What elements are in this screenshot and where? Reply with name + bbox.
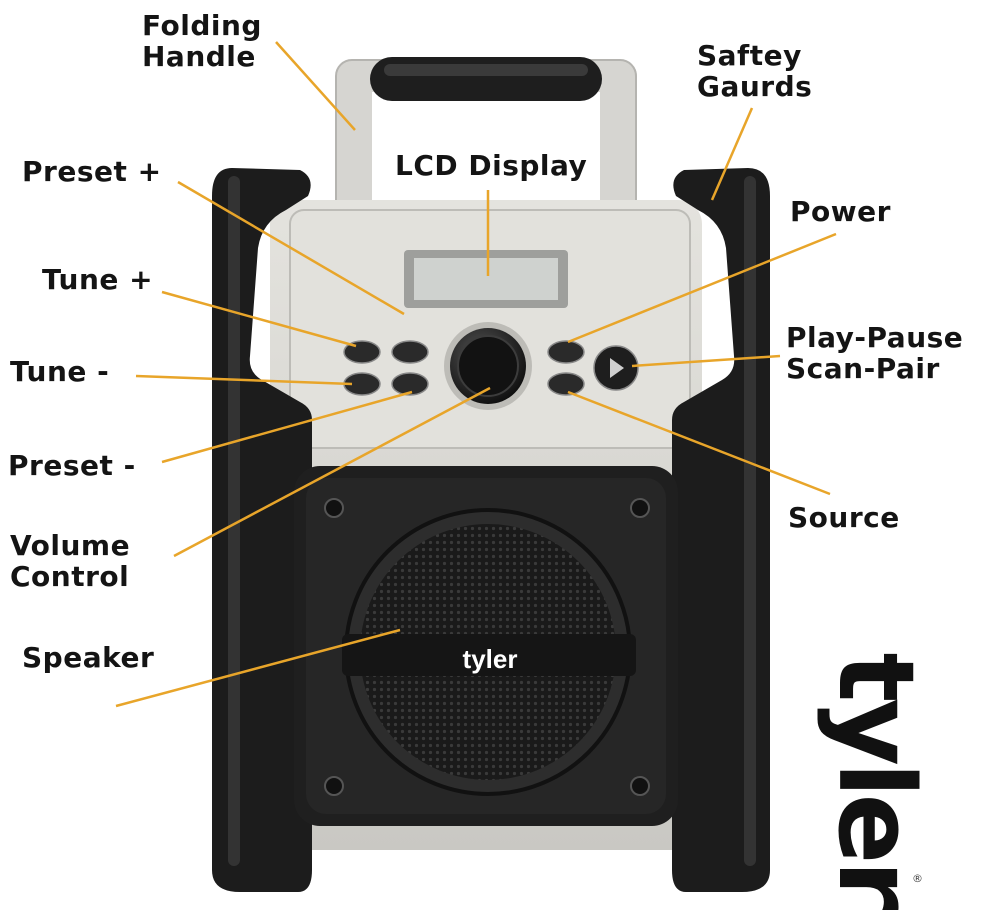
leader-speaker (115, 628, 401, 708)
folding-handle (335, 57, 637, 232)
safety-guards (212, 168, 770, 892)
lcd-display (404, 250, 568, 308)
label-speaker: Speaker (22, 641, 155, 674)
play-icon (610, 358, 624, 378)
label-volume-control: Volume Control (10, 529, 131, 593)
label-lcd-display: LCD Display (395, 149, 588, 182)
label-source: Source (788, 501, 900, 534)
source-button[interactable] (547, 372, 585, 396)
leader-tune-plus (161, 290, 357, 348)
leader-play-pause (631, 354, 781, 368)
trademark-symbol: ® (912, 872, 923, 885)
label-tune-plus: Tune + (42, 263, 154, 296)
leader-preset-plus (177, 180, 405, 316)
leader-power (567, 232, 837, 344)
label-safety-guards: Saftey Gaurds (697, 39, 813, 103)
preset-minus-button[interactable] (391, 372, 429, 396)
leader-tune-minus (135, 374, 353, 386)
speaker (294, 466, 678, 826)
side-brand-logo: tyler (815, 652, 937, 908)
leader-folding-handle (275, 41, 356, 131)
preset-plus-button[interactable] (391, 340, 429, 364)
leader-source (567, 390, 831, 496)
leader-preset-minus (161, 390, 413, 464)
label-folding-handle: Folding Handle (142, 9, 262, 73)
label-power: Power (790, 195, 891, 228)
tune-plus-button[interactable] (343, 340, 381, 364)
label-tune-minus: Tune - (10, 355, 110, 388)
grille-logo: tyler (463, 644, 518, 674)
leader-safety-guards (710, 107, 754, 201)
label-preset-minus: Preset - (8, 449, 136, 482)
leader-volume-control (173, 386, 491, 558)
power-button[interactable] (547, 340, 585, 364)
leader-lines (115, 41, 837, 708)
volume-knob[interactable] (444, 322, 532, 410)
label-play-pause: Play-Pause Scan-Pair (786, 321, 964, 385)
control-buttons (343, 340, 639, 396)
label-preset-plus: Preset + (22, 155, 162, 188)
